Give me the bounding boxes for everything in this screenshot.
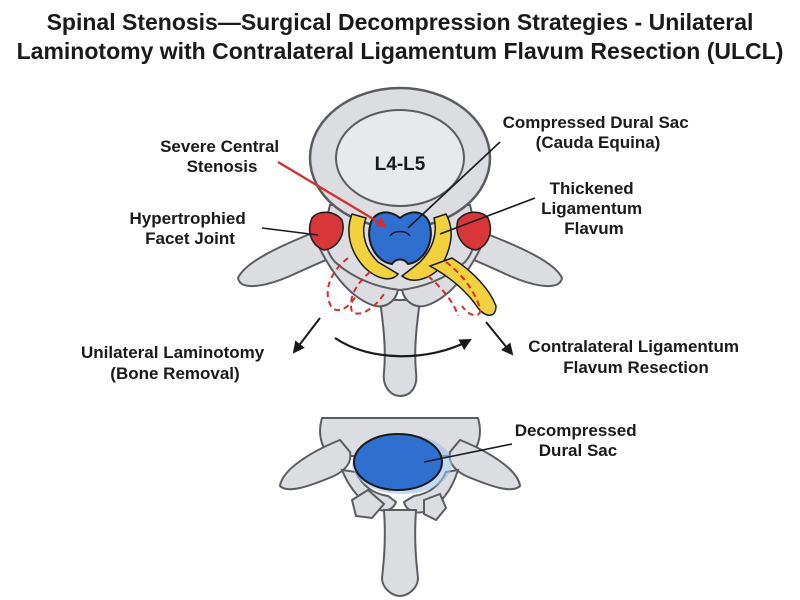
label-thickened-ligamentum-flavum: Thickened Ligamentum Flavum [541,179,647,238]
vertebral-body-cancellous [335,109,465,207]
label-hypertrophied-facet-joint: Hypertrophied Facet Joint [130,209,251,248]
bottom-spinous-process [380,509,420,598]
ligamentum-flavum-left [348,213,400,280]
leader-compressed-dural-sac [407,141,501,229]
contralateral-resection-outline-inner [427,275,459,317]
severe-central-stenosis-line-1: Severe Central [160,137,279,156]
label-compressed-dural-sac: Compressed Dural Sac (Cauda Equina) [503,113,694,152]
arrow-unilateral-laminotomy [292,317,321,354]
decompressed-dural-sac-line-2: Dural Sac [539,441,617,460]
title-line-2: Laminotomy with Contralateral Ligamentum… [16,38,784,64]
decompressed-dural-sac [353,433,443,491]
compressed-dural-sac-line-2: (Cauda Equina) [536,133,661,152]
laminotomy-resection-outline-inner [350,271,385,315]
hypertrophied-facet-joint-line-2: Facet Joint [145,229,235,248]
leader-decompressed-dural-sac [423,443,513,463]
thickened-ligamentum-flavum-line-3: Flavum [564,219,624,238]
diagram-title: Spinal Stenosis—Surgical Decompression S… [0,8,800,66]
decompressed-dural-sac-line-1: Decompressed [515,421,637,440]
compressed-dural-sac [368,211,432,266]
arrow-severe-central-stenosis [277,161,387,228]
bottom-transverse-right [448,438,522,491]
decompression-curved-arrow [334,337,472,358]
label-unilateral-laminotomy: Unilateral Laminotomy (Bone Removal) [81,343,269,383]
facet-joint-right [456,211,492,251]
ligamentum-flavum-contralateral-band [428,257,497,316]
severe-central-stenosis-line-2: Stenosis [187,157,258,176]
compressed-dural-sac-line-1: Compressed Dural Sac [503,113,689,132]
label-decompressed-dural-sac: Decompressed Dural Sac [515,421,642,460]
unilateral-laminotomy-line-2: (Bone Removal) [110,364,239,383]
vertebra-bottom [278,417,522,598]
thickened-ligamentum-flavum-line-1: Thickened [550,179,634,198]
label-contralateral-resection: Contralateral Ligamentum Flavum Resectio… [528,337,743,377]
title-line-1: Spinal Stenosis—Surgical Decompression S… [46,9,754,35]
leader-hypertrophied-facet-joint [261,227,319,236]
arrow-contralateral-resection [485,321,514,356]
leader-thickened-ligamentum-flavum [439,197,536,235]
unilateral-laminotomy-line-1: Unilateral Laminotomy [81,343,265,362]
spinous-process [378,299,422,398]
hypertrophied-facet-joint-line-1: Hypertrophied [130,209,246,228]
contralateral-bone-fragment [423,492,448,522]
laminotomy-bone-fragment [350,488,386,520]
level-label: L4-L5 [375,154,426,175]
facet-joint-left [308,211,344,251]
dural-sac-indent [389,230,411,237]
label-severe-central-stenosis: Severe Central Stenosis [160,137,284,176]
thickened-ligamentum-flavum-line-2: Ligamentum [541,199,642,218]
contralateral-resection-line-2: Flavum Resection [563,358,709,377]
contralateral-resection-line-1: Contralateral Ligamentum [528,337,739,356]
contralateral-resection-outline [445,261,482,317]
bottom-transverse-left [278,438,352,491]
vertebra-top [236,86,564,398]
